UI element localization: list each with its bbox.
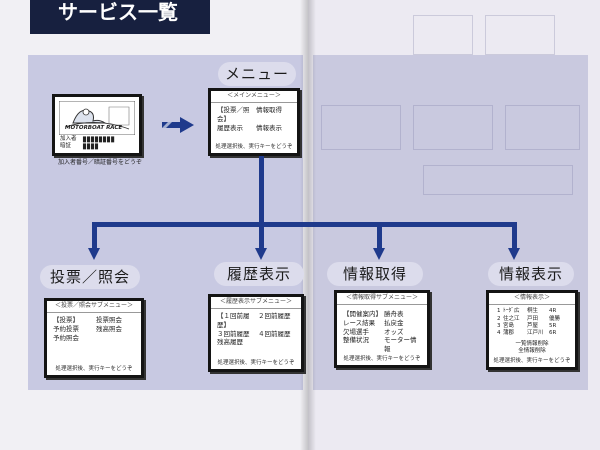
pin-label: 暗証 bbox=[60, 142, 72, 149]
vote-items: 【投票】 投票照会 予約投票 残高照会 予約照会 bbox=[47, 313, 141, 345]
connector-vote bbox=[92, 222, 97, 250]
table-row[interactable]: 1 ﾄｰﾀﾞ広 桐生 4R bbox=[497, 308, 567, 315]
right-arrow-icon bbox=[162, 117, 194, 133]
faint-frame bbox=[413, 15, 473, 55]
table-row[interactable]: 2 住之江 戸田 優勝 bbox=[497, 316, 567, 323]
history-items: 【１回前履歴】 ２回前履歴 ３回前履歴 ４回前履歴 残高履歴 bbox=[211, 309, 301, 350]
info-get-item[interactable]: 欠場選手 bbox=[343, 327, 369, 336]
info-get-item[interactable]: 【開催案内】 bbox=[343, 310, 382, 319]
faint-frame bbox=[423, 165, 573, 195]
info-get-label: 情報取得 bbox=[327, 262, 423, 286]
menu-item-vote[interactable]: 【投票／照会】 bbox=[217, 106, 250, 123]
info-show-footer: 処理選択後、実行キーをどうぞ bbox=[493, 357, 571, 364]
info-show-screen-title: ＜情報表示＞ bbox=[489, 293, 575, 306]
info-get-item[interactable]: 整備状況 bbox=[343, 336, 369, 345]
delete-all-option[interactable]: 全情報削除 bbox=[518, 348, 546, 355]
info-show-label: 情報表示 bbox=[488, 262, 574, 286]
history-item[interactable]: ４回前履歴 bbox=[258, 329, 291, 338]
history-screen: ＜履歴表示サブメニュー＞ 【１回前履歴】 ２回前履歴 ３回前履歴 ４回前履歴 残… bbox=[208, 294, 304, 372]
row-race: 5R bbox=[549, 322, 557, 329]
history-item[interactable]: ２回前履歴 bbox=[258, 312, 291, 321]
arrowhead-info-get bbox=[373, 248, 385, 260]
row-index: 2 bbox=[497, 315, 501, 322]
main-menu-screen: ＜メインメニュー＞ 【投票／照会】 情報取得 履歴表示 情報表示 処理選択後、実… bbox=[208, 88, 300, 156]
vote-footer: 処理選択後、実行キーをどうぞ bbox=[55, 365, 133, 372]
faint-frame bbox=[321, 105, 401, 150]
vote-item[interactable]: 予約投票 bbox=[53, 324, 79, 333]
menu-item-history[interactable]: 履歴表示 bbox=[217, 123, 243, 132]
menu-item-info-get[interactable]: 情報取得 bbox=[256, 106, 282, 115]
vote-item[interactable] bbox=[96, 334, 135, 343]
connector-info-get bbox=[377, 222, 382, 250]
login-banner: MOTORBOAT RACE bbox=[65, 125, 123, 131]
history-item[interactable]: 【１回前履歴】 bbox=[217, 312, 250, 329]
table-row[interactable]: 3 宮島 芦屋 5R bbox=[497, 323, 567, 330]
row-index: 4 bbox=[497, 330, 501, 337]
vote-item[interactable]: 【投票】 bbox=[53, 316, 79, 325]
info-get-screen-title: ＜情報取得サブメニュー＞ bbox=[337, 293, 427, 306]
login-caption: 加入者番号／暗証番号をどうぞ bbox=[58, 159, 143, 166]
info-get-item[interactable]: モーター情報 bbox=[384, 336, 417, 354]
row-venue: 蒲郡 bbox=[503, 330, 515, 337]
row-venue-2: 江戸川 bbox=[527, 330, 544, 337]
info-show-table: 1 ﾄｰﾀﾞ広 桐生 4R 2 住之江 戸田 優勝 3 宮島 芦屋 5R 4 蒲… bbox=[489, 305, 575, 359]
vote-label: 投票／照会 bbox=[40, 265, 140, 289]
page-title: サービス一覧 bbox=[30, 0, 210, 34]
row-race: 4R bbox=[549, 308, 557, 315]
info-get-items: 【開催案内】 勝舟表 レース結果 払戻金 欠場選手 オッズ 整備状況 モーター情… bbox=[337, 305, 427, 357]
row-venue: 住之江 bbox=[503, 315, 520, 322]
info-get-item[interactable]: レース結果 bbox=[343, 318, 376, 327]
motorboat-icon bbox=[59, 101, 135, 135]
menu-footer: 処理選択後、実行キーをどうぞ bbox=[215, 143, 293, 150]
connector-horizontal bbox=[92, 222, 517, 227]
vote-item[interactable]: 残高照会 bbox=[96, 324, 122, 333]
row-index: 1 bbox=[497, 308, 501, 315]
info-get-item[interactable]: 払戻金 bbox=[384, 318, 404, 327]
arrowhead-vote bbox=[88, 248, 100, 260]
menu-items: 【投票／照会】 情報取得 履歴表示 情報表示 bbox=[211, 103, 297, 135]
row-index: 3 bbox=[497, 322, 501, 329]
history-item[interactable]: ３回前履歴 bbox=[217, 329, 250, 338]
row-venue: ﾄｰﾀﾞ広 bbox=[503, 308, 520, 315]
arrowhead-info-show bbox=[508, 248, 520, 260]
connector-info-show bbox=[512, 222, 517, 250]
row-venue-2: 芦屋 bbox=[527, 322, 539, 329]
table-row[interactable]: 4 蒲郡 江戸川 6R bbox=[497, 330, 567, 337]
input-cells[interactable]: ████████ ████ bbox=[83, 137, 116, 150]
row-race: 6R bbox=[549, 330, 557, 337]
connector-vertical-main bbox=[259, 156, 264, 226]
history-screen-title: ＜履歴表示サブメニュー＞ bbox=[211, 297, 301, 310]
delete-list-option[interactable]: 一覧情報削除 bbox=[515, 340, 549, 347]
menu-item-info-show[interactable]: 情報表示 bbox=[256, 123, 282, 132]
vote-item[interactable]: 投票照会 bbox=[96, 316, 122, 325]
vote-item[interactable]: 予約照会 bbox=[53, 333, 79, 342]
row-venue-2: 戸田 bbox=[527, 315, 539, 322]
menu-label: メニュー bbox=[218, 62, 296, 86]
subscriber-label: 加入者 bbox=[60, 136, 77, 142]
menu-screen-title: ＜メインメニュー＞ bbox=[211, 91, 297, 104]
faint-frame bbox=[505, 105, 580, 150]
info-get-item[interactable]: 勝舟表 bbox=[384, 310, 404, 319]
connector-history bbox=[259, 222, 264, 250]
history-item[interactable] bbox=[258, 338, 295, 347]
history-label: 履歴表示 bbox=[214, 262, 304, 286]
row-race: 優勝 bbox=[549, 315, 561, 322]
login-screen: MOTORBOAT RACE 加入者 暗証 ████████ ████ bbox=[52, 94, 142, 156]
info-get-screen: ＜情報取得サブメニュー＞ 【開催案内】 勝舟表 レース結果 払戻金 欠場選手 オ… bbox=[334, 290, 430, 368]
info-get-footer: 処理選択後、実行キーをどうぞ bbox=[343, 355, 421, 362]
history-footer: 処理選択後、実行キーをどうぞ bbox=[217, 359, 295, 366]
arrowhead-history bbox=[255, 248, 267, 260]
row-venue-2: 桐生 bbox=[527, 308, 539, 315]
history-item[interactable]: 残高履歴 bbox=[217, 338, 243, 347]
info-show-screen: ＜情報表示＞ 1 ﾄｰﾀﾞ広 桐生 4R 2 住之江 戸田 優勝 3 宮島 芦屋… bbox=[486, 290, 578, 370]
login-field-labels: 加入者 暗証 bbox=[60, 136, 77, 149]
info-get-item[interactable]: オッズ bbox=[384, 327, 404, 336]
faint-frame bbox=[485, 15, 555, 55]
vote-screen-title: ＜投票／照会サブメニュー＞ bbox=[47, 301, 141, 314]
row-venue: 宮島 bbox=[503, 322, 515, 329]
faint-frame bbox=[413, 105, 493, 150]
vote-screen: ＜投票／照会サブメニュー＞ 【投票】 投票照会 予約投票 残高照会 予約照会 処… bbox=[44, 298, 144, 378]
